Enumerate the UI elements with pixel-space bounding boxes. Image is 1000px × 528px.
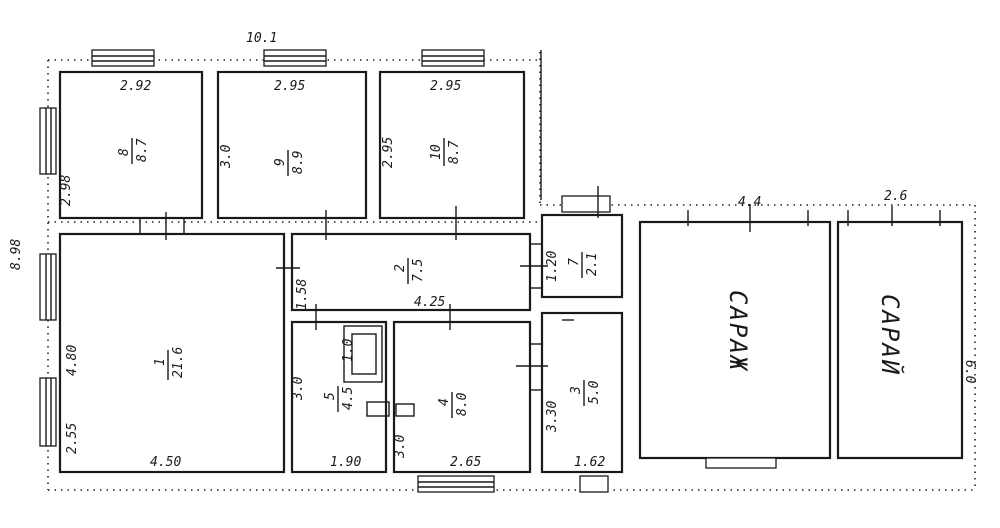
room-2-label: 2 7.5: [393, 258, 426, 284]
dim-room4-height: 3.0: [393, 434, 408, 459]
outer-boundary: [47, 52, 976, 491]
dim-room1-sub: 2.55: [65, 423, 80, 454]
room-5-outline: [290, 320, 388, 474]
dim-shed-height: 6.0: [962, 360, 977, 384]
svg-text:8: 8: [117, 148, 132, 156]
svg-text:8.0: 8.0: [455, 392, 470, 416]
stove-small: [395, 403, 415, 417]
stove: [343, 325, 390, 417]
room-1-label: 1 21.6: [153, 347, 186, 380]
dim-top-total: 10.1: [246, 31, 277, 46]
svg-text:8.7: 8.7: [447, 140, 462, 164]
dim-room3-height: 3.30: [545, 401, 560, 433]
dim-side-total: 8.98: [9, 239, 24, 270]
dim-room5-height: 3.0: [291, 376, 306, 401]
room-9-label: 9 8.9: [273, 150, 306, 176]
dim-room7-height: 1.20: [545, 251, 560, 282]
dim-room10-width: 2.95: [430, 79, 461, 94]
dim-room9-width: 2.95: [274, 79, 305, 94]
dim-room5-width: 1.90: [330, 455, 361, 470]
svg-text:21.6: 21.6: [171, 347, 186, 378]
room-4-outline: [392, 320, 532, 474]
dim-room4-width: 2.65: [450, 455, 481, 470]
svg-text:7: 7: [567, 258, 582, 266]
svg-text:2.1: 2.1: [585, 253, 600, 276]
dim-room8-width: 2.92: [120, 79, 151, 94]
room-8-outline: [58, 70, 204, 220]
room-3-label: 3 5.0: [569, 380, 602, 406]
room-7-outline: [540, 213, 624, 299]
shed-outline: [836, 220, 964, 460]
windows: [39, 49, 777, 493]
svg-text:3: 3: [569, 386, 584, 395]
dim-shed-width: 2.6: [884, 189, 908, 204]
svg-text:8.7: 8.7: [135, 138, 150, 162]
svg-text:1: 1: [153, 358, 168, 366]
dim-room9-height: 3.0: [219, 144, 234, 169]
dim-stove: 1.0: [341, 338, 356, 362]
room-10-outline: [378, 70, 526, 220]
dim-room10-height: 2.95: [381, 137, 396, 168]
svg-text:8.9: 8.9: [291, 151, 306, 174]
dim-room3-width: 1.62: [574, 455, 605, 470]
room-9-outline: [216, 70, 368, 220]
garage-label: САРАЖ: [724, 290, 752, 372]
room-7-label: 7 2.1: [567, 252, 600, 278]
svg-text:5: 5: [323, 392, 338, 400]
room-8-label: 8 8.7: [117, 138, 150, 164]
room-10-label: 10 8.7: [429, 138, 462, 166]
room-2-outline: [290, 232, 532, 312]
svg-text:7.5: 7.5: [411, 258, 426, 282]
dim-room1-width: 4.50: [150, 455, 181, 470]
dim-room8-height: 2.98: [59, 175, 74, 206]
svg-text:10: 10: [429, 144, 444, 160]
svg-text:4: 4: [437, 398, 452, 406]
svg-text:2: 2: [393, 264, 408, 272]
svg-text:5.0: 5.0: [587, 380, 602, 404]
room-3-outline: [540, 311, 624, 474]
room-5-label: 5 4.5: [323, 386, 356, 412]
dim-room1-height: 4.80: [65, 345, 80, 376]
dim-room2-height: 1.58: [295, 279, 310, 310]
shed-label: САРАЙ: [876, 294, 905, 376]
dim-garage-width: 4.4: [738, 195, 761, 210]
svg-text:4.5: 4.5: [341, 386, 356, 410]
room-4-label: 4 8.0: [437, 392, 470, 418]
svg-text:9: 9: [273, 158, 288, 166]
door-marks: [139, 186, 941, 391]
dim-room2-width: 4.25: [414, 295, 445, 310]
